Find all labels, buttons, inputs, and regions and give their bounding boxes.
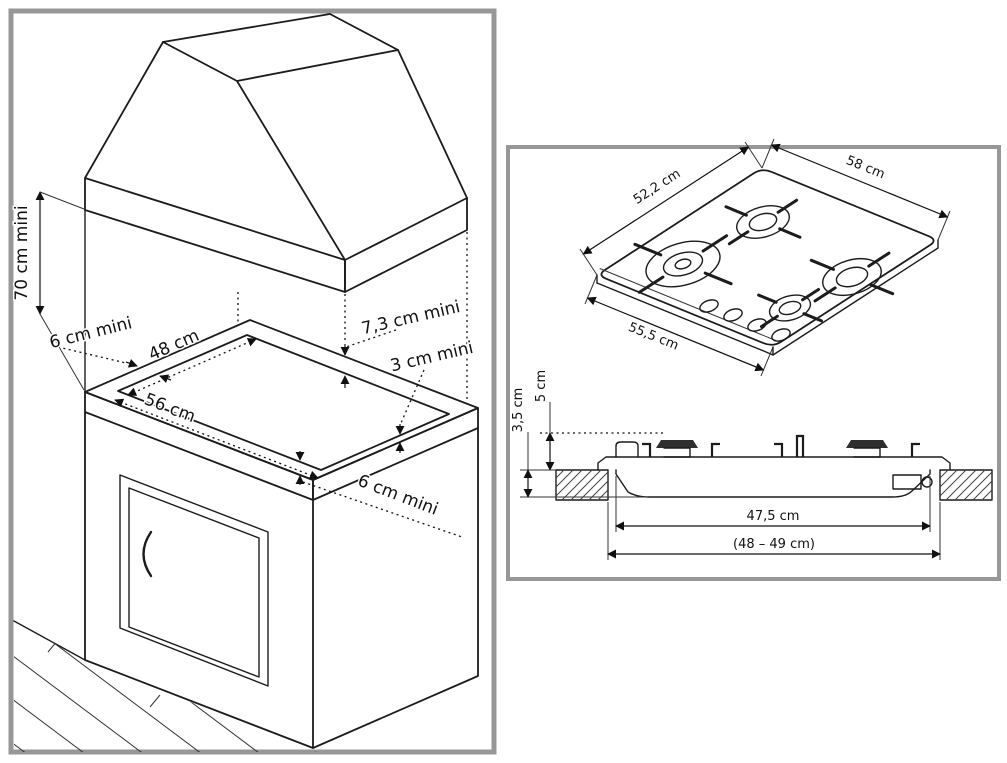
cabinet-door-outer bbox=[119, 474, 269, 687]
hob-outline bbox=[600, 169, 935, 346]
worktop-section-right bbox=[939, 469, 993, 501]
dim-leader bbox=[400, 369, 425, 424]
dim-line bbox=[582, 146, 750, 255]
burner-center bbox=[674, 258, 692, 270]
dim-line bbox=[127, 338, 257, 396]
range-hood bbox=[84, 13, 468, 293]
grate-profile-bars bbox=[642, 434, 920, 457]
burner-right bbox=[809, 251, 895, 303]
gas-connector-fitting bbox=[921, 476, 933, 488]
gas-connector-box bbox=[892, 474, 922, 490]
plank-line bbox=[14, 620, 291, 752]
burner-cap bbox=[748, 212, 778, 232]
dim-hood-clearance: 70 cm mini bbox=[11, 191, 85, 391]
dim-body-width: 47,5 cm bbox=[615, 476, 931, 532]
wall-floor-line bbox=[13, 620, 86, 661]
hood-flare-right-edge bbox=[397, 49, 468, 199]
burner-body-profile bbox=[663, 447, 691, 458]
label-body-width: 47,5 cm bbox=[747, 509, 800, 524]
hatch-lines bbox=[939, 469, 993, 501]
knob-profile bbox=[615, 441, 639, 458]
hob-corner-edges bbox=[596, 239, 939, 356]
left-panel-border bbox=[8, 8, 497, 755]
dim-tick bbox=[39, 313, 85, 391]
cabinet-door-inner bbox=[128, 487, 260, 678]
worktop-block bbox=[555, 469, 609, 501]
plank-end-tick bbox=[149, 694, 161, 708]
pan-support-arms bbox=[757, 288, 823, 328]
hood-band-right-face bbox=[344, 197, 468, 293]
plank-line bbox=[14, 634, 266, 752]
worktop-section-left bbox=[555, 469, 609, 501]
hob-profile bbox=[597, 434, 951, 498]
dim-leader bbox=[57, 346, 127, 364]
pan-support-arms bbox=[809, 251, 895, 303]
worktop-block bbox=[939, 469, 993, 501]
burner-cap-profile bbox=[846, 440, 888, 448]
burner-cap bbox=[835, 266, 869, 288]
hob-section-view: 5 cm 3,5 cm 47,5 cm (48 – 49 cm) bbox=[510, 368, 993, 560]
burner-body-profile bbox=[853, 447, 881, 458]
cabinet-installation-panel: 70 cm mini 6 cm mini 48 cm 7,3 cm mini 3… bbox=[8, 8, 497, 755]
knob bbox=[771, 328, 791, 342]
label-hood-clearance: 70 cm mini bbox=[12, 205, 32, 300]
hob-flange bbox=[597, 456, 951, 471]
hood-flare-left-edge bbox=[84, 41, 164, 179]
door-handle bbox=[142, 530, 153, 578]
hob-dimension-panel: 52,2 cm 58 cm 55,5 cm bbox=[506, 138, 1001, 581]
burner-cap bbox=[778, 300, 802, 316]
dim-leader bbox=[345, 329, 397, 348]
hood-projection-lines bbox=[237, 232, 468, 400]
dim-cutout-range: (48 – 49 cm) bbox=[607, 502, 941, 560]
hatch-lines bbox=[555, 469, 609, 501]
label-recess-depth: 3,5 cm bbox=[511, 388, 526, 433]
burner-ring bbox=[822, 257, 882, 297]
hood-flare-front-edge bbox=[236, 80, 346, 261]
dim-line bbox=[586, 296, 765, 372]
dim-tick bbox=[39, 191, 85, 210]
burner-front bbox=[757, 288, 823, 328]
dim-recess-depth: 3,5 cm bbox=[510, 386, 648, 498]
label-cutout-range: (48 – 49 cm) bbox=[733, 537, 815, 552]
dim-line bbox=[770, 143, 949, 219]
dim-height-above: 5 cm bbox=[533, 368, 665, 471]
hob-body bbox=[615, 469, 931, 498]
label-height-above: 5 cm bbox=[534, 370, 549, 402]
dim-leader bbox=[302, 481, 463, 538]
cabinet-front-face bbox=[84, 411, 314, 749]
burner-cap-profile bbox=[656, 440, 698, 448]
burner-ring bbox=[768, 294, 812, 322]
cabinet-right-face bbox=[312, 427, 479, 749]
